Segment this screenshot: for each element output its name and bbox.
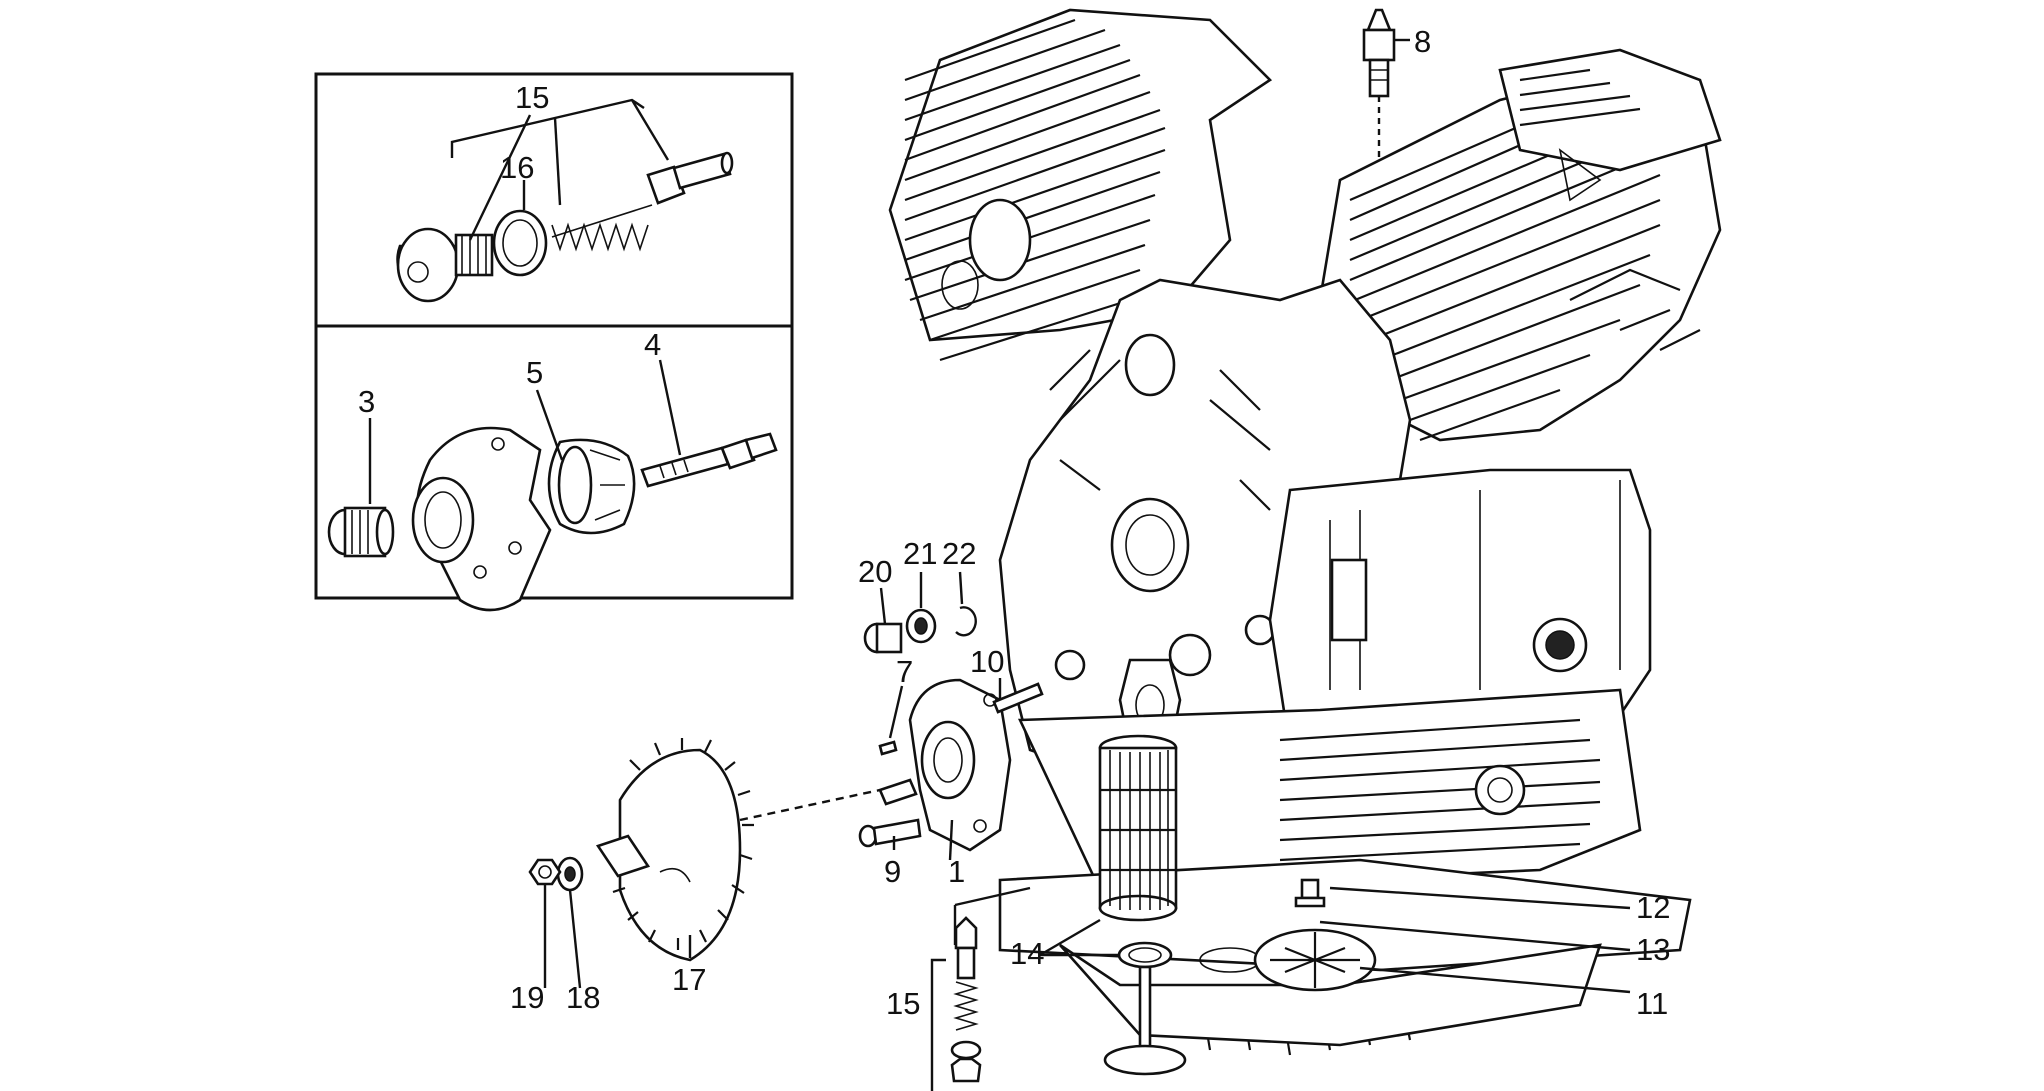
right-cylinder [1318,48,1722,442]
callout-8: 8 [1414,24,1431,59]
left-cylinder [888,8,1273,362]
callout-5: 5 [526,355,543,390]
screw-9 [858,818,922,848]
callout-22: 22 [942,536,976,571]
callout-labels: 15 16 3 5 4 8 20 21 22 10 7 9 1 12 13 11… [358,24,1670,1021]
pump-fitting [327,506,395,558]
valve-plunger [646,151,734,205]
leader-line [468,114,532,241]
callout-19: 19 [510,980,544,1015]
callout-15-inset: 15 [515,80,549,115]
oil-pump-assembly [878,678,1012,852]
callout-13: 13 [1636,932,1670,967]
callout-11: 11 [1636,986,1668,1021]
relief-valve-stack [950,916,982,1083]
washer-21 [905,608,937,644]
callout-1: 1 [948,854,965,889]
leader-line [553,117,562,206]
pump-rotor [547,438,636,535]
callout-16: 16 [500,150,534,185]
callout-3: 3 [358,384,375,419]
callout-12: 12 [1636,890,1670,925]
filter-seal-ring [1117,941,1173,969]
washer-18 [556,856,584,892]
leader-lines [543,38,1631,1091]
callout-9: 9 [884,854,901,889]
callout-18: 18 [566,980,600,1015]
relief-valve-plug [396,227,494,303]
nut-19 [528,858,562,886]
leader-line [535,389,564,461]
sealing-washer [492,209,548,277]
callout-21: 21 [903,536,937,571]
filter-tube [1103,965,1187,1076]
dowel-pin-7 [878,740,898,756]
leader-line [658,359,682,456]
callout-20: 20 [858,554,892,589]
callout-17: 17 [672,962,706,997]
callout-7: 7 [896,654,913,689]
pin-10 [992,682,1044,714]
pump-shaft [640,432,778,488]
oil-strainer [1253,928,1377,992]
temperature-sender [1362,8,1396,160]
callout-10: 10 [970,644,1004,679]
circlip-22 [955,606,977,637]
callout-15-bottom: 15 [886,986,920,1021]
drain-plug [1294,878,1326,908]
callout-4: 4 [644,327,661,362]
valve-spring [551,204,653,252]
callout-14: 14 [1010,936,1044,971]
pump-drive-sprocket [595,738,754,962]
callout-bracket [450,98,645,158]
plug-20 [863,622,903,654]
oil-filter [1098,734,1178,922]
pump-body [411,426,552,612]
leader-line [630,99,670,161]
